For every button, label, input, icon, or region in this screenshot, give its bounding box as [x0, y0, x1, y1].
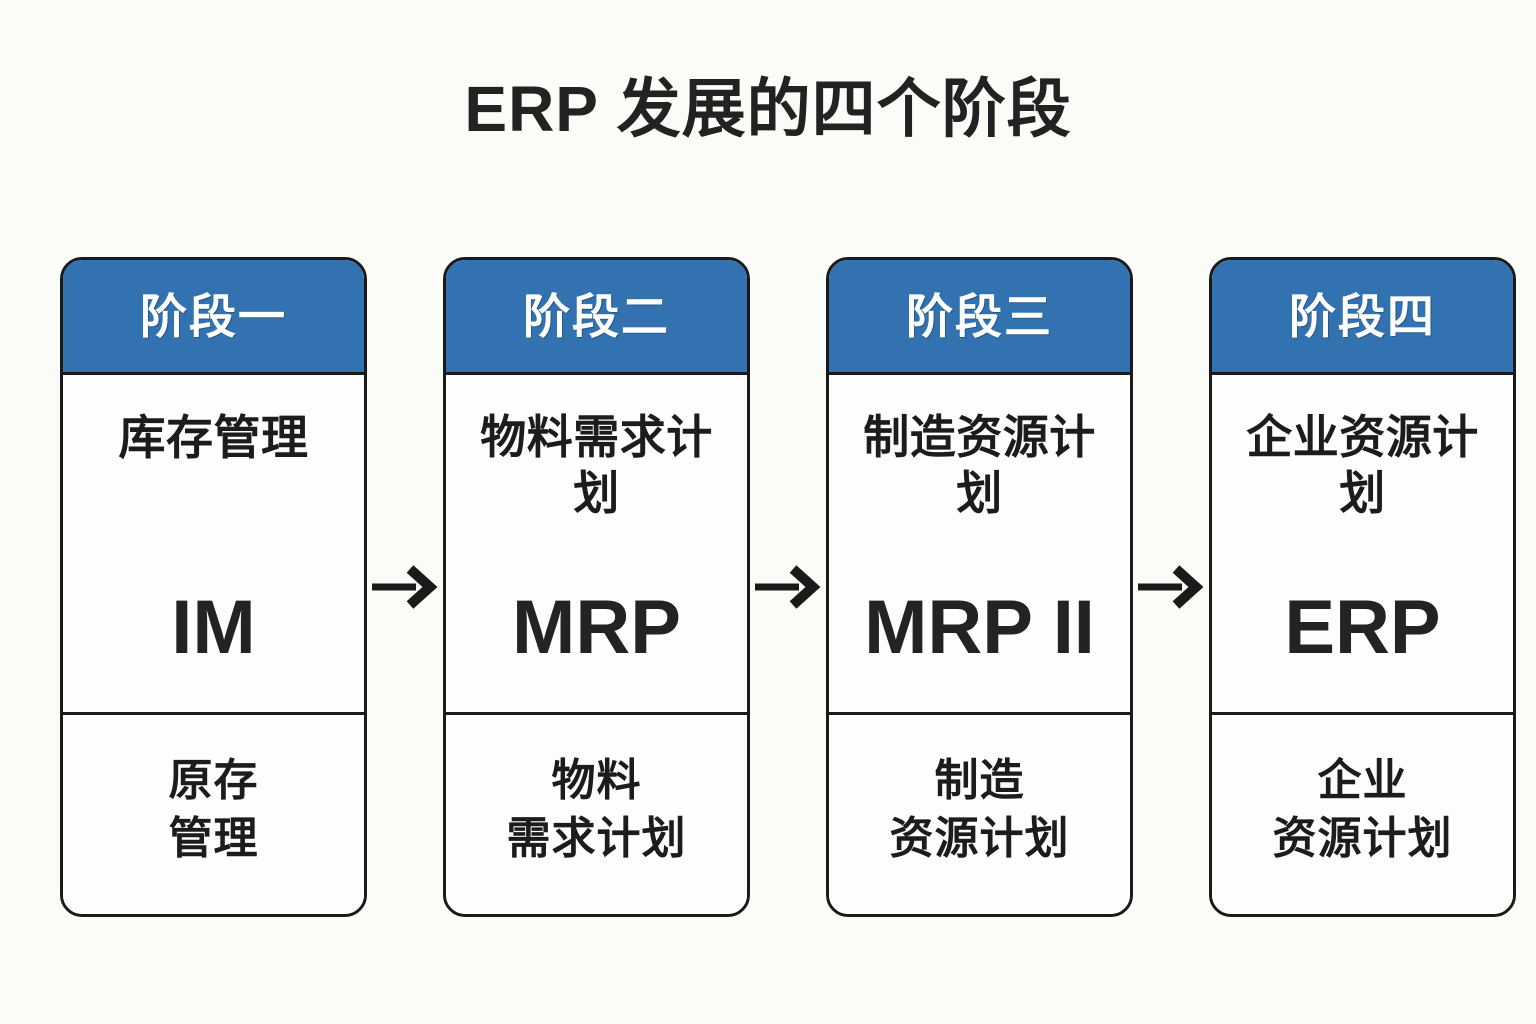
stage-card-2[interactable]: 阶段二 物料需求计划 MRP 物料 需求计划: [443, 257, 750, 917]
arrow-right-icon: [1138, 565, 1204, 609]
connector-1: [367, 257, 443, 917]
page-title: ERP 发展的四个阶段: [464, 73, 1072, 145]
stage-name-cn: 物料需求计划: [480, 411, 713, 520]
arrow-right-icon: [372, 565, 438, 609]
stage-header-label: 阶段四: [1289, 289, 1436, 343]
stage-card-4[interactable]: 阶段四 企业资源计划 ERP 企业 资源计划: [1209, 257, 1516, 917]
stage-abbr: MRP II: [864, 585, 1095, 670]
stage-name-cn: 企业资源计划: [1246, 411, 1479, 520]
stage-abbr: IM: [171, 585, 256, 670]
stage-footer-line-2: 资源计划: [1272, 813, 1453, 863]
stage-header-4: 阶段四: [1212, 260, 1513, 375]
stage-header-2: 阶段二: [446, 260, 747, 375]
stage-header-1: 阶段一: [63, 260, 364, 375]
stage-footer-line-1: 企业: [1317, 756, 1408, 806]
stage-header-3: 阶段三: [829, 260, 1130, 375]
stage-footer-line-2: 管理: [168, 813, 259, 863]
stage-body-3: 制造资源计划 MRP II: [829, 375, 1130, 715]
stage-footer-2: 物料 需求计划: [446, 715, 747, 914]
stage-card-1[interactable]: 阶段一 库存管理 IM 原存 管理: [60, 257, 367, 917]
stage-header-label: 阶段二: [523, 289, 670, 343]
stage-abbr: ERP: [1284, 585, 1441, 670]
connector-2: [750, 257, 826, 917]
stage-footer-line-2: 资源计划: [889, 813, 1070, 863]
stage-footer-line-1: 物料: [551, 756, 642, 806]
stage-footer-line-1: 原存: [168, 756, 259, 806]
stage-abbr: MRP: [512, 585, 681, 670]
stage-footer-line-1: 制造: [934, 756, 1025, 806]
stage-footer-line-2: 需求计划: [506, 813, 687, 863]
stage-footer-4: 企业 资源计划: [1212, 715, 1513, 914]
stage-footer-1: 原存 管理: [63, 715, 364, 914]
stage-footer-3: 制造 资源计划: [829, 715, 1130, 914]
stage-body-4: 企业资源计划 ERP: [1212, 375, 1513, 715]
stage-card-3[interactable]: 阶段三 制造资源计划 MRP II 制造 资源计划: [826, 257, 1133, 917]
stage-name-cn: 制造资源计划: [863, 411, 1096, 520]
connector-3: [1133, 257, 1209, 917]
stage-header-label: 阶段一: [140, 289, 287, 343]
stage-header-label: 阶段三: [906, 289, 1053, 343]
stage-body-1: 库存管理 IM: [63, 375, 364, 715]
arrow-right-icon: [755, 565, 821, 609]
stage-name-cn: 库存管理: [118, 411, 309, 464]
stage-body-2: 物料需求计划 MRP: [446, 375, 747, 715]
stage-rail: 阶段一 库存管理 IM 原存 管理 阶段二 物料需求计划 MRP 物料 需求计划: [60, 257, 1516, 917]
